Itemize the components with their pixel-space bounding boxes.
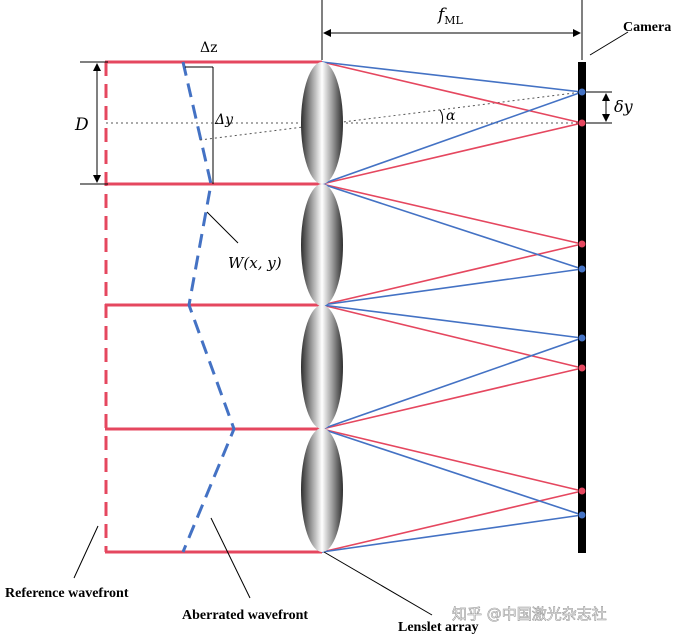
diameter-label: D (74, 115, 89, 135)
aberrated-wavefront-label: Aberrated wavefront (182, 608, 308, 623)
spot-shift-dimension (584, 91, 612, 124)
aberrated-spot (578, 511, 586, 519)
lenslet (301, 62, 343, 184)
lenslet-array (301, 62, 343, 552)
slope-triangle (185, 66, 214, 184)
leader-lines (73, 31, 629, 616)
aberrated-wavefront-line (181, 61, 236, 553)
spot-shift-label: δy (614, 97, 634, 116)
camera-label: Camera (623, 20, 671, 35)
camera-sensor (578, 62, 586, 553)
reference-spot (578, 487, 586, 495)
subaperture-boundaries (105, 60, 322, 554)
alpha-label: α (446, 108, 456, 124)
reference-spot (578, 240, 586, 248)
lenslet (301, 428, 343, 552)
lenslet (301, 184, 343, 306)
aberrated-spot (578, 334, 586, 342)
delta-y-label: Δy (214, 112, 234, 128)
focal-spots (578, 88, 586, 519)
reference-wavefront-label: Reference wavefront (5, 586, 129, 601)
reference-spot (578, 364, 586, 372)
diameter-dimension (80, 61, 108, 185)
reference-rays (321, 61, 583, 553)
aberrated-spot (578, 88, 586, 96)
alpha-angle-arc (439, 109, 444, 124)
focal-length-dimension (321, 0, 583, 60)
lenslet (301, 305, 343, 429)
focal-length-label: fML (436, 5, 464, 27)
delta-z-label: Δz (200, 40, 218, 56)
watermark-text: 知乎 @中国激光杂志社 (452, 605, 607, 623)
aberrated-rays (321, 61, 583, 553)
optical-axis-lines (106, 91, 583, 141)
lenslet-array-label: Lenslet array (398, 620, 478, 635)
reference-spot (578, 119, 586, 127)
wavefront-function-label: W(x, y) (228, 254, 282, 272)
aberrated-spot (578, 265, 586, 273)
